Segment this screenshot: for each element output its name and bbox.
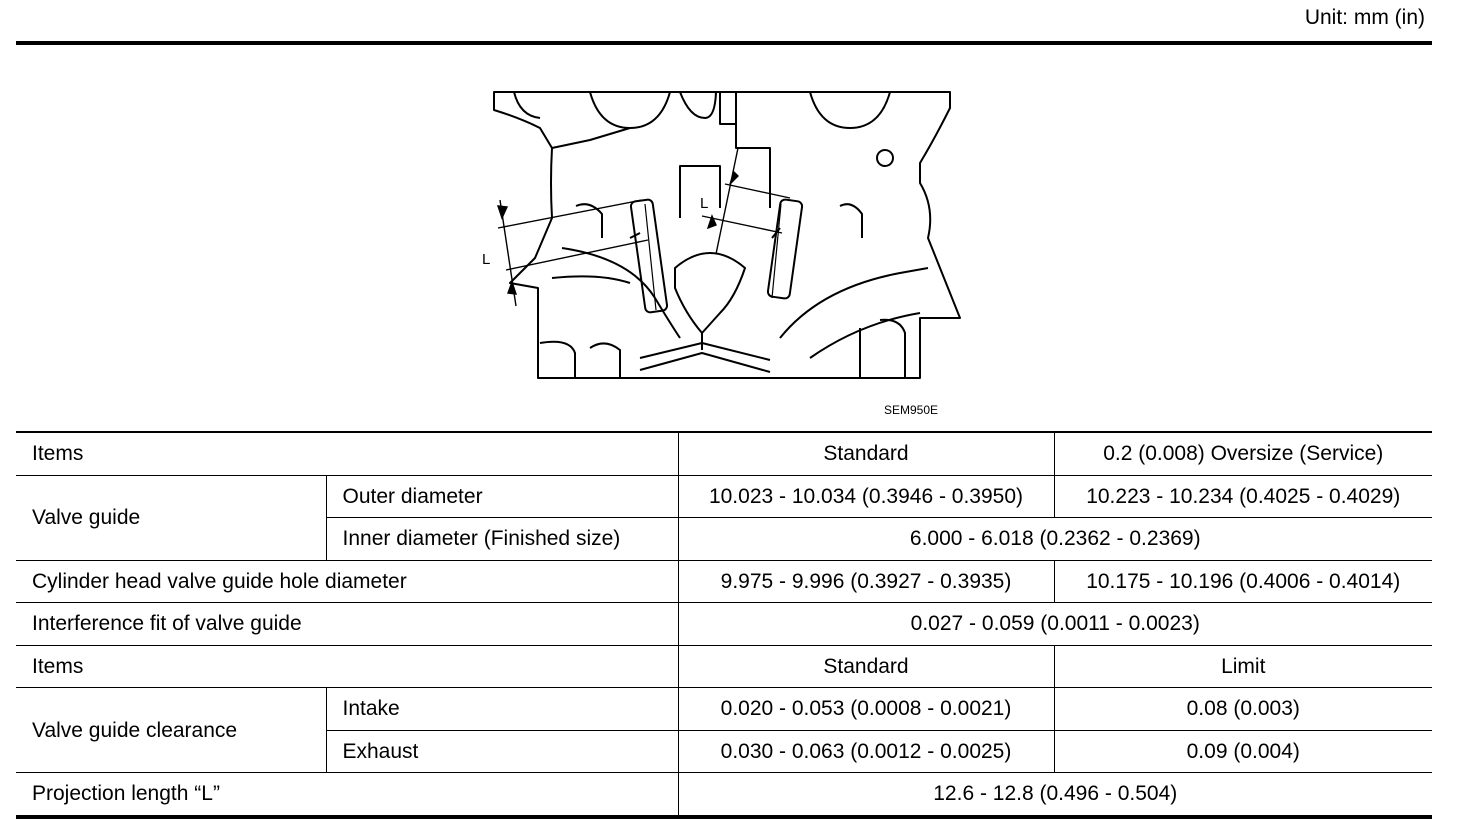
- table-row: Projection length “L” 12.6 - 12.8 (0.496…: [16, 772, 1432, 819]
- items-header: Items: [16, 431, 679, 476]
- intake-limit: 0.08 (0.003): [1053, 687, 1432, 731]
- exhaust-label: Exhaust: [326, 729, 679, 773]
- table-row: Items Standard Limit: [16, 644, 1432, 688]
- clearance-label: Valve guide clearance: [16, 687, 327, 773]
- inner-diameter-value: 6.000 - 6.018 (0.2362 - 0.2369): [677, 517, 1432, 561]
- cylinder-head-diagram: L L: [480, 88, 970, 384]
- table-row: Valve guide Outer diameter 10.023 - 10.0…: [16, 474, 1432, 561]
- table-row: Interference fit of valve guide 0.027 - …: [16, 602, 1432, 646]
- table-row: Inner diameter (Finished size) 6.000 - 6…: [16, 517, 1432, 561]
- outer-diameter-oversize: 10.223 - 10.234 (0.4025 - 0.4029): [1053, 474, 1432, 518]
- items-header-2: Items: [16, 644, 679, 688]
- outer-diameter-standard: 10.023 - 10.034 (0.3946 - 0.3950): [677, 474, 1055, 518]
- hole-diameter-standard: 9.975 - 9.996 (0.3927 - 0.3935): [677, 559, 1055, 603]
- intake-standard: 0.020 - 0.053 (0.0008 - 0.0021): [677, 687, 1055, 731]
- hole-diameter-label: Cylinder head valve guide hole diameter: [16, 559, 679, 603]
- hole-diameter-oversize: 10.175 - 10.196 (0.4006 - 0.4014): [1053, 559, 1432, 603]
- table-row: Exhaust 0.030 - 0.063 (0.0012 - 0.0025) …: [16, 729, 1432, 773]
- outer-diameter-label: Outer diameter: [325, 474, 679, 518]
- cylinder-head-illustration: L L: [482, 91, 961, 379]
- unit-label: Unit: mm (in): [1304, 6, 1425, 29]
- inner-diameter-label: Inner diameter (Finished size): [326, 517, 679, 561]
- projection-length-value: 12.6 - 12.8 (0.496 - 0.504): [677, 772, 1432, 819]
- limit-header: Limit: [1053, 644, 1432, 688]
- valve-guide-label: Valve guide: [16, 474, 327, 561]
- exhaust-limit: 0.09 (0.004): [1053, 729, 1432, 773]
- dimension-l-right: L: [700, 195, 708, 212]
- table-row: Items Standard 0.2 (0.008) Oversize (Ser…: [16, 431, 1432, 476]
- intake-label: Intake: [325, 687, 679, 731]
- oversize-header: 0.2 (0.008) Oversize (Service): [1053, 431, 1432, 476]
- dimension-l-left: L: [482, 251, 490, 268]
- standard-header: Standard: [677, 431, 1055, 476]
- interference-fit-label: Interference fit of valve guide: [16, 602, 679, 646]
- exhaust-standard: 0.030 - 0.063 (0.0012 - 0.0025): [677, 729, 1055, 773]
- projection-length-label: Projection length “L”: [16, 772, 679, 819]
- top-rule: [16, 41, 1432, 45]
- figure-code: SEM950E: [884, 403, 939, 417]
- table-row: Valve guide clearance Intake 0.020 - 0.0…: [16, 687, 1432, 773]
- valve-guide-spec-table: Items Standard 0.2 (0.008) Oversize (Ser…: [16, 431, 1432, 819]
- table-row: Cylinder head valve guide hole diameter …: [16, 559, 1432, 603]
- standard-header-2: Standard: [677, 644, 1055, 688]
- interference-fit-value: 0.027 - 0.059 (0.0011 - 0.0023): [677, 602, 1432, 646]
